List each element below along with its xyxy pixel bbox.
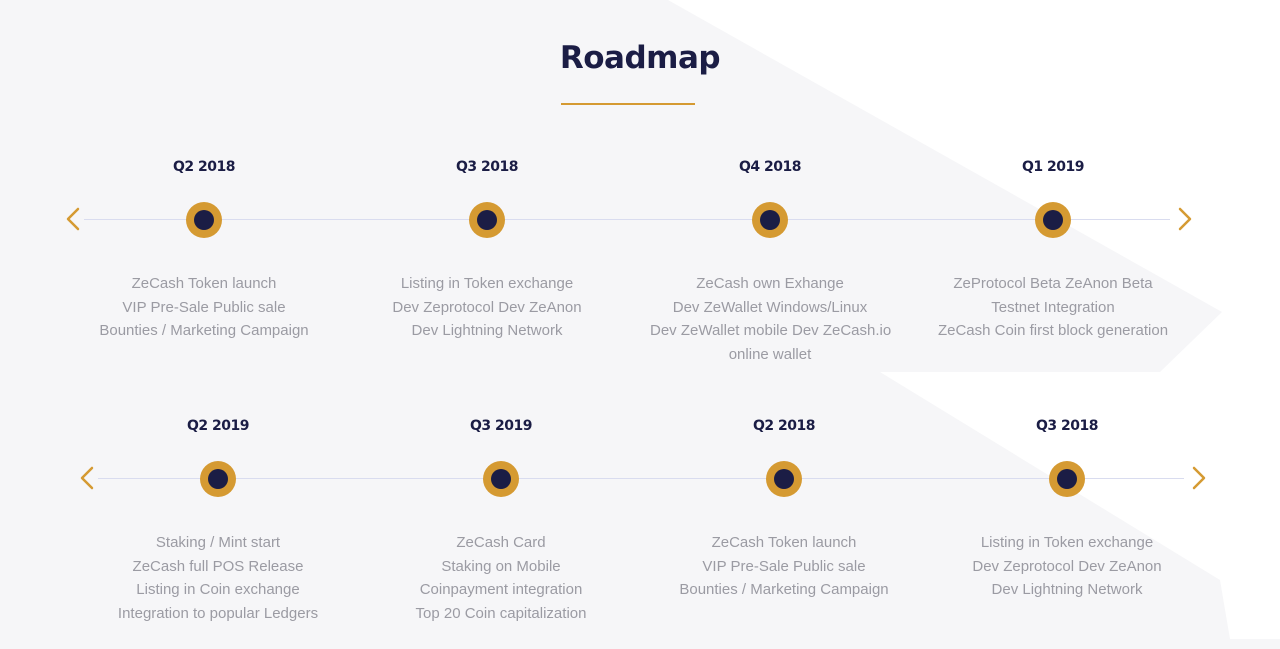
milestone-description-line: ZeCash own Exhange	[696, 275, 844, 292]
milestone-description: Staking / Mint start ZeCash full POS Rel…	[98, 531, 338, 625]
milestone-quarter: Q3 2018	[1036, 418, 1098, 434]
timeline-line	[98, 478, 1184, 479]
chevron-right-icon[interactable]	[1172, 205, 1196, 233]
milestone-quarter: Q1 2019	[1022, 159, 1084, 175]
milestone-description-line: Listing in Token exchange	[980, 534, 1154, 551]
milestone-description-line: Dev Zeprotocol Dev ZeAnon	[392, 298, 582, 316]
milestone-description-line: VIP Pre-Sale Public sale	[122, 298, 286, 316]
milestone-description: Listing in Token exchange Dev Zeprotocol…	[947, 531, 1187, 602]
milestone-description-line: Staking on Mobile	[441, 557, 561, 575]
milestone-description-line: ZeProtocol Beta ZeAnon Beta	[953, 275, 1153, 292]
roadmap-row-2: Q2 2019 Staking / Mint start ZeCash full…	[0, 409, 1280, 649]
chevron-left-icon[interactable]	[76, 464, 100, 492]
milestone-description-line: Dev Lightning Network	[411, 322, 563, 339]
chevron-left-icon[interactable]	[62, 205, 86, 233]
milestone-description-line: Bounties / Marketing Campaign	[679, 581, 889, 598]
milestone-description: ZeCash own Exhange Dev ZeWallet Windows/…	[650, 272, 892, 366]
milestone-item: Q3 2019 ZeCash Card Staking on Mobile Co…	[381, 409, 621, 622]
milestone-description-line: ZeCash full POS Release	[132, 557, 304, 575]
milestone-quarter: Q3 2019	[470, 418, 532, 434]
milestone-dot-icon[interactable]	[752, 202, 788, 238]
milestone-quarter: Q2 2018	[753, 418, 815, 434]
milestone-dot-icon[interactable]	[200, 461, 236, 497]
milestone-description: Listing in Token exchange Dev Zeprotocol…	[367, 272, 607, 343]
milestone-dot-icon[interactable]	[766, 461, 802, 497]
milestone-description-line: ZeCash Token launch	[711, 534, 857, 551]
milestone-description-line: online wallet	[728, 345, 812, 363]
milestone-description-line: ZeCash Card	[456, 534, 546, 551]
milestone-description-line: Integration to popular Ledgers	[117, 604, 319, 622]
milestone-item: Q3 2018 Listing in Token exchange Dev Ze…	[947, 409, 1187, 598]
milestone-description-line: Dev ZeWallet Windows/Linux	[672, 298, 868, 316]
milestone-dot-icon[interactable]	[1049, 461, 1085, 497]
milestone-dot-icon[interactable]	[469, 202, 505, 238]
milestone-description-line: Listing in Token exchange	[400, 275, 574, 292]
milestone-dot-icon[interactable]	[483, 461, 519, 497]
milestone-description-line: VIP Pre-Sale Public sale	[702, 557, 866, 575]
milestone-dot-icon[interactable]	[1035, 202, 1071, 238]
milestone-quarter: Q3 2018	[456, 159, 518, 175]
milestone-item: Q1 2019 ZeProtocol Beta ZeAnon Beta Test…	[933, 150, 1173, 339]
milestone-dot-icon[interactable]	[186, 202, 222, 238]
milestone-item: Q2 2018 ZeCash Token launch VIP Pre-Sale…	[84, 150, 324, 339]
milestone-quarter: Q2 2018	[173, 159, 235, 175]
chevron-right-icon[interactable]	[1186, 464, 1210, 492]
timeline-line	[84, 219, 1170, 220]
milestone-description-line: Dev Zeprotocol Dev ZeAnon	[972, 557, 1162, 575]
milestone-quarter: Q2 2019	[187, 418, 249, 434]
milestone-description-line: Dev Lightning Network	[991, 581, 1143, 598]
page-title: Roadmap	[559, 40, 721, 76]
milestone-description: ZeCash Token launch VIP Pre-Sale Public …	[664, 531, 904, 602]
milestone-description-line: Listing in Coin exchange	[136, 581, 300, 598]
milestone-description-line: ZeCash Coin first block generation	[937, 322, 1169, 339]
milestone-description: ZeCash Token launch VIP Pre-Sale Public …	[84, 272, 324, 343]
milestone-description: ZeProtocol Beta ZeAnon Beta Testnet Inte…	[933, 272, 1173, 343]
milestone-item: Q3 2018 Listing in Token exchange Dev Ze…	[367, 150, 607, 339]
title-underline	[561, 103, 695, 105]
milestone-item: Q2 2018 ZeCash Token launch VIP Pre-Sale…	[664, 409, 904, 598]
milestone-item: Q2 2019 Staking / Mint start ZeCash full…	[98, 409, 338, 622]
milestone-description: ZeCash Card Staking on Mobile Coinpaymen…	[381, 531, 621, 625]
milestone-description-line: Coinpayment integration	[419, 581, 583, 598]
milestone-item: Q4 2018 ZeCash own Exhange Dev ZeWallet …	[650, 150, 891, 363]
milestone-description-line: ZeCash Token launch	[131, 275, 277, 292]
milestone-description-line: Top 20 Coin capitalization	[415, 604, 587, 622]
milestone-quarter: Q4 2018	[739, 159, 801, 175]
roadmap-row-1: Q2 2018 ZeCash Token launch VIP Pre-Sale…	[0, 150, 1280, 390]
milestone-description-line: Dev ZeWallet mobile Dev ZeCash.io	[650, 322, 892, 339]
milestone-description-line: Bounties / Marketing Campaign	[99, 322, 309, 339]
milestone-description-line: Staking / Mint start	[155, 534, 281, 551]
milestone-description-line: Testnet Integration	[991, 298, 1115, 316]
